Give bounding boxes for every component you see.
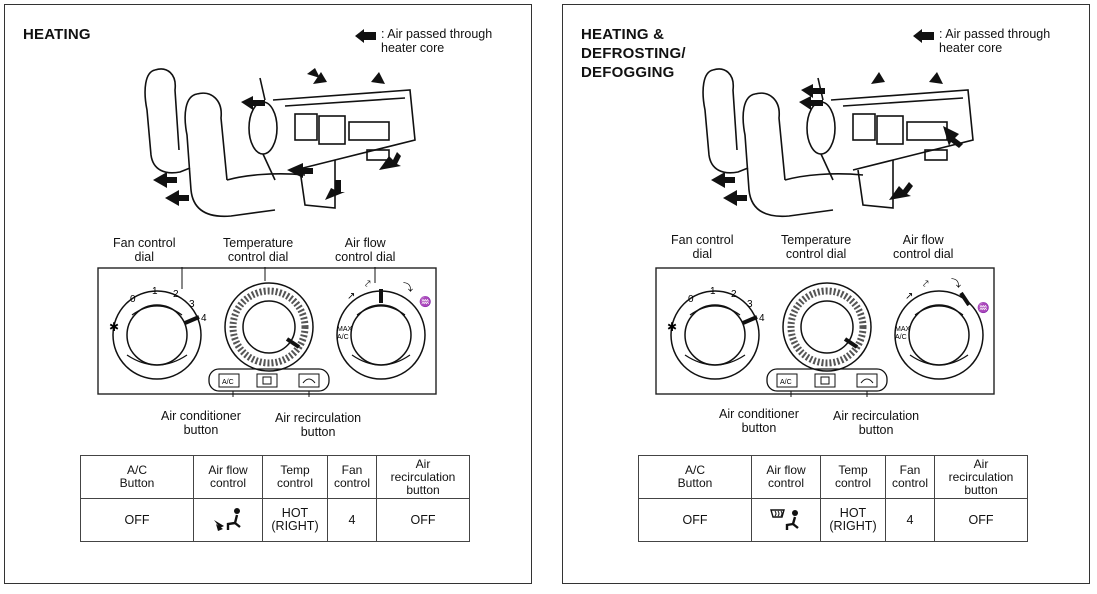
table-header: Temp control: [820, 455, 886, 499]
fan-control-dial-label: Fan control dial: [113, 236, 176, 264]
air-recirculation-value: OFF: [934, 498, 1028, 542]
temperature-control-dial-label: Temperature control dial: [223, 236, 294, 264]
ac-button-label: A/C: [222, 379, 234, 386]
vent-mode-icon: ↗: [347, 291, 355, 302]
temp-control-value: HOT (RIGHT): [820, 498, 886, 542]
legend-text: : Air passed through heater core: [381, 27, 493, 55]
air-recirculation-value: OFF: [376, 498, 470, 542]
heating-defrosting-panel: HEATING & DEFROSTING/ DEFOGGING : Air pa…: [562, 4, 1090, 584]
bilevel-mode-icon: ⤤: [365, 279, 371, 290]
max-ac-label: A/C: [895, 334, 907, 341]
vehicle-interior-illustration: [702, 68, 974, 218]
temp-control-value: HOT (RIGHT): [262, 498, 328, 542]
fan-icon: ✱: [109, 320, 119, 334]
air-flow-control-dial[interactable]: [336, 289, 426, 380]
panel-title: HEATING & DEFROSTING/ DEFOGGING: [581, 26, 686, 81]
temperature-control-dial[interactable]: [224, 282, 314, 372]
table-header: Air flow control: [193, 455, 263, 499]
fan-speed-label: 4: [201, 313, 207, 324]
table-header: Fan control: [885, 455, 935, 499]
air-conditioner-button-label: Air conditioner button: [161, 409, 241, 437]
fan-speed-label: 3: [747, 299, 753, 310]
max-ac-label: MAX: [337, 326, 353, 333]
fan-icon: ✱: [667, 320, 677, 334]
air-flow-control-dial[interactable]: [894, 290, 984, 380]
heater-air-arrow-icon: [913, 29, 934, 43]
fan-speed-label: 2: [173, 289, 179, 300]
settings-table: A/C Button Air flow control Temp control…: [638, 455, 1028, 542]
fan-control-dial[interactable]: [670, 290, 760, 380]
vent-mode-icon: ↗: [905, 291, 913, 302]
fan-speed-label: 0: [688, 294, 694, 305]
table-header: A/C Button: [638, 455, 752, 499]
defrost-mode-icon: ♒: [977, 301, 989, 314]
ac-button-value: OFF: [80, 498, 194, 542]
defrost-mode-icon: ♒: [419, 295, 431, 308]
table-header: Air recirculation button: [376, 455, 470, 499]
fan-speed-label: 2: [731, 289, 737, 300]
fan-control-value: 4: [327, 498, 377, 542]
air-flow-value: [751, 498, 821, 542]
climate-control-panel: ✱ 0 1 2 3 4 ↗ ⤤ ⤵ ♒ MAX A/C A/C: [655, 267, 995, 397]
fan-speed-label: 0: [130, 294, 136, 305]
temperature-control-dial[interactable]: [782, 282, 872, 372]
rear-defrost-button[interactable]: [256, 373, 278, 388]
rear-defrost-button[interactable]: [814, 373, 836, 388]
ac-button[interactable]: A/C: [218, 373, 240, 388]
fan-speed-label: 1: [152, 286, 158, 297]
table-header: Fan control: [327, 455, 377, 499]
table-header: A/C Button: [80, 455, 194, 499]
defrost-foot-icon: [770, 508, 799, 530]
table-header: Air recirculation button: [934, 455, 1028, 499]
air-flow-control-dial-label: Air flow control dial: [335, 236, 396, 264]
bilevel-mode-icon: ⤤: [923, 279, 929, 290]
air-flow-control-dial-label: Air flow control dial: [893, 233, 954, 261]
foot-defrost-mode-icon: ⤵: [403, 282, 413, 294]
vehicle-interior-illustration: [144, 68, 416, 218]
heating-panel: HEATING : Air passed through heater core: [4, 4, 532, 584]
fan-control-value: 4: [885, 498, 935, 542]
climate-control-panel: ✱ 0 1 2 3 4 ↗ ⤤ ⤵ ♒ MAX A/C A/C: [97, 267, 437, 397]
table-header: Temp control: [262, 455, 328, 499]
ac-button-label: A/C: [780, 379, 792, 386]
foot-defrost-mode-icon: ⤵: [951, 278, 961, 290]
ac-button[interactable]: A/C: [776, 373, 798, 388]
ac-button-value: OFF: [638, 498, 752, 542]
air-recirculation-button[interactable]: [856, 373, 878, 388]
foot-vent-icon: [214, 507, 241, 531]
fan-speed-label: 1: [710, 286, 716, 297]
air-recirculation-button-label: Air recirculation button: [275, 411, 362, 439]
table-header: Air flow control: [751, 455, 821, 499]
fan-speed-label: 3: [189, 299, 195, 310]
fan-speed-label: 4: [759, 313, 765, 324]
max-ac-label: A/C: [337, 334, 349, 341]
air-flow-value: [193, 498, 263, 542]
fan-control-dial[interactable]: [112, 290, 202, 380]
heater-air-arrow-icon: [355, 29, 376, 43]
legend-text: : Air passed through heater core: [939, 27, 1051, 55]
air-conditioner-button-label: Air conditioner button: [719, 407, 799, 435]
air-recirculation-button-label: Air recirculation button: [833, 409, 920, 437]
temperature-control-dial-label: Temperature control dial: [781, 233, 852, 261]
panel-title: HEATING: [23, 26, 91, 43]
air-recirculation-button[interactable]: [298, 373, 320, 388]
max-ac-label: MAX: [895, 326, 911, 333]
fan-control-dial-label: Fan control dial: [671, 233, 734, 261]
settings-table: A/C Button Air flow control Temp control…: [80, 455, 470, 542]
